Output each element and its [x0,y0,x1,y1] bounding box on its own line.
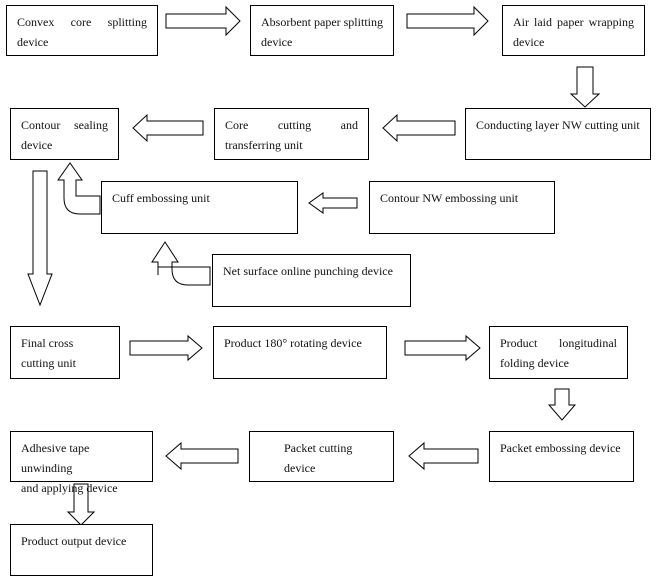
box-label-line1: Contour NW embossing unit [380,191,519,205]
core-cutting-transferring-box: Core cutting and transferring unit [214,108,369,160]
box-label-line2: device [21,138,53,152]
arrow-down-1 [569,66,601,108]
box-label-line1: Conducting layer NW cutting unit [476,118,640,132]
arrow-down-4 [66,483,96,526]
arrow-right-2 [406,5,489,37]
box-label-line2: folding device [500,356,569,370]
box-label-line1: Absorbent paper splitting [261,15,383,29]
packet-embossing-box: Packet embossing device [489,431,634,482]
arrow-curved-up-2 [151,241,211,286]
box-label-line1: Product longitudinal [500,336,617,350]
arrow-left-2 [132,113,204,143]
box-label-line2: device [17,35,49,49]
box-label-line1: Packet embossing device [500,441,621,455]
final-cross-cutting-box: Final cross cutting unit [10,326,120,379]
box-label-line2: device [261,35,293,49]
product-output-box: Product output device [10,524,153,576]
arrow-down-3 [547,388,577,421]
adhesive-tape-box: Adhesive tape unwinding and applying dev… [10,431,153,495]
arrow-left-4 [408,441,479,471]
arrow-right-4 [404,334,481,362]
arrow-curved-up-1 [57,162,101,215]
arrow-left-3 [308,192,358,214]
box-label-line1: Convex core splitting [17,15,147,29]
cuff-embossing-box: Cuff embossing unit [101,181,298,234]
box-label-line2: cutting unit [21,356,76,370]
box-label-line1: Net surface online punching device [223,264,393,278]
arrow-right-1 [165,5,241,37]
box-label-line2: device [513,35,545,49]
box-label-line1: Adhesive tape unwinding [21,441,90,475]
box-label-line1: Product output device [21,534,127,548]
net-surface-punching-box: Net surface online punching device [212,254,411,307]
product-longitudinal-folding-box: Product longitudinal folding device [489,326,628,379]
convex-core-splitting-box: Convex core splitting device [6,5,158,56]
arrow-right-3 [129,334,203,362]
box-label-line1: Air laid paper wrapping [513,15,634,29]
box-label-line1: Product 180° rotating device [224,336,362,350]
box-label-line2: and applying device [21,481,118,495]
air-laid-paper-wrapping-box: Air laid paper wrapping device [502,5,645,56]
contour-sealing-box: Contour sealing device [10,108,119,160]
absorbent-paper-splitting-box: Absorbent paper splitting device [250,5,394,56]
box-label-line2: transferring unit [225,138,303,152]
contour-nw-embossing-box: Contour NW embossing unit [369,181,555,234]
arrow-left-1 [382,113,456,143]
conducting-layer-nw-cutting-box: Conducting layer NW cutting unit [465,108,651,160]
box-label-line1: Cuff embossing unit [112,191,210,205]
box-label-line2: device [284,461,316,475]
box-label-line1: Core cutting and [225,118,358,132]
arrow-down-2 [27,170,53,307]
product-rotating-box: Product 180° rotating device [213,326,387,379]
box-label-line1: Packet cutting [284,441,353,455]
box-label-line1: Contour sealing [21,118,108,132]
arrow-left-5 [165,441,239,471]
packet-cutting-box: Packet cutting device [249,431,394,482]
box-label-line1: Final cross [21,336,74,350]
